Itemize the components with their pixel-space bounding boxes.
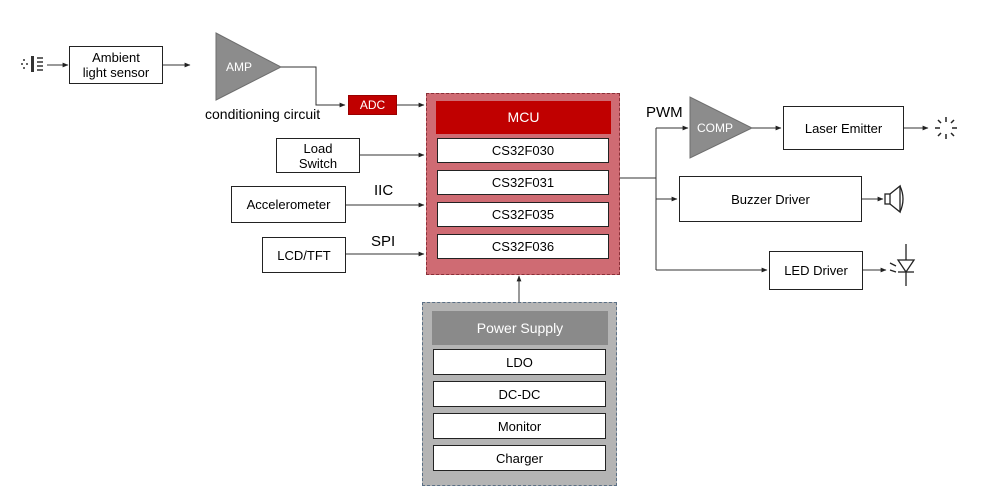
- amp-triangle: [215, 32, 283, 101]
- laser-emitter-box: Laser Emitter: [783, 106, 904, 150]
- mcu-part-cs32f030: CS32F030: [437, 138, 609, 163]
- comp-triangle: [689, 96, 754, 159]
- power-item-monitor: Monitor: [433, 413, 606, 439]
- power-supply-title: Power Supply: [432, 311, 608, 345]
- power-item-charger: Charger: [433, 445, 606, 471]
- mcu-title: MCU: [436, 101, 611, 134]
- mcu-part-cs32f031: CS32F031: [437, 170, 609, 195]
- laser-burst-icon: [935, 117, 957, 139]
- light-source-icon: [21, 56, 43, 72]
- comp-label: COMP: [697, 121, 733, 135]
- arrow-amp-to-adc: [281, 66, 346, 108]
- pwm-label: PWM: [646, 104, 683, 121]
- iic-label: IIC: [374, 182, 394, 199]
- buzzer-driver-box: Buzzer Driver: [679, 176, 862, 222]
- ambient-light-sensor-box: Ambient light sensor: [69, 46, 163, 84]
- power-item-ldo: LDO: [433, 349, 606, 375]
- mcu-part-cs32f036: CS32F036: [437, 234, 609, 259]
- adc-box: ADC: [348, 95, 397, 115]
- accelerometer-box: Accelerometer: [231, 186, 346, 223]
- led-diode-icon: [889, 244, 916, 286]
- amp-label: AMP: [226, 60, 253, 74]
- mcu-part-cs32f035: CS32F035: [437, 202, 609, 227]
- load-switch-box: Load Switch: [276, 138, 360, 173]
- spi-label: SPI: [371, 233, 396, 250]
- conditioning-circuit-label: conditioning circuit: [205, 106, 321, 122]
- power-item-dc-dc: DC-DC: [433, 381, 606, 407]
- speaker-icon: [884, 184, 904, 214]
- led-driver-box: LED Driver: [769, 251, 863, 290]
- lcd-tft-box: LCD/TFT: [262, 237, 346, 273]
